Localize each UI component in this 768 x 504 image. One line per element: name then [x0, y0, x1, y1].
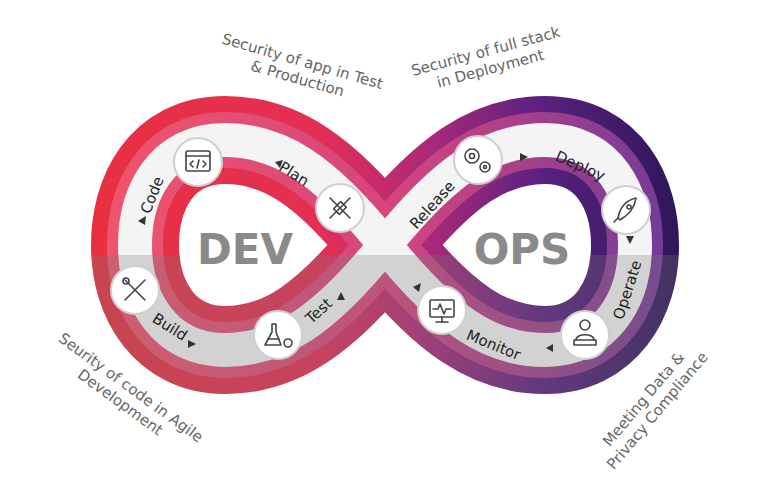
- stage-icons: [123, 149, 636, 347]
- section-title: DEV: [197, 225, 293, 275]
- section-title: OPS: [474, 225, 571, 275]
- band-shade: [135, 255, 635, 350]
- direction-arrows: [138, 153, 634, 352]
- security-note: Security of full stack in Deployment: [401, 21, 575, 100]
- icon-circles: [111, 136, 650, 359]
